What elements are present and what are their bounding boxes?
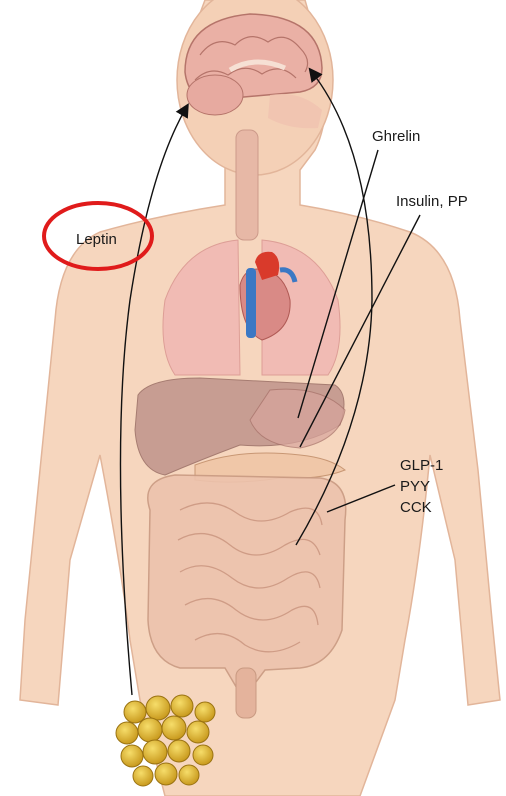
rectum <box>236 668 256 718</box>
ghrelin-label: Ghrelin <box>372 129 420 144</box>
trachea <box>236 130 258 240</box>
leptin-label: Leptin <box>76 232 117 247</box>
pyy-label: PYY <box>400 479 443 494</box>
insulin-pp-label: Insulin, PP <box>396 194 468 209</box>
gut-hormone-labels: GLP-1 PYY CCK <box>400 458 443 521</box>
glp1-label: GLP-1 <box>400 458 443 473</box>
cck-label: CCK <box>400 500 443 515</box>
